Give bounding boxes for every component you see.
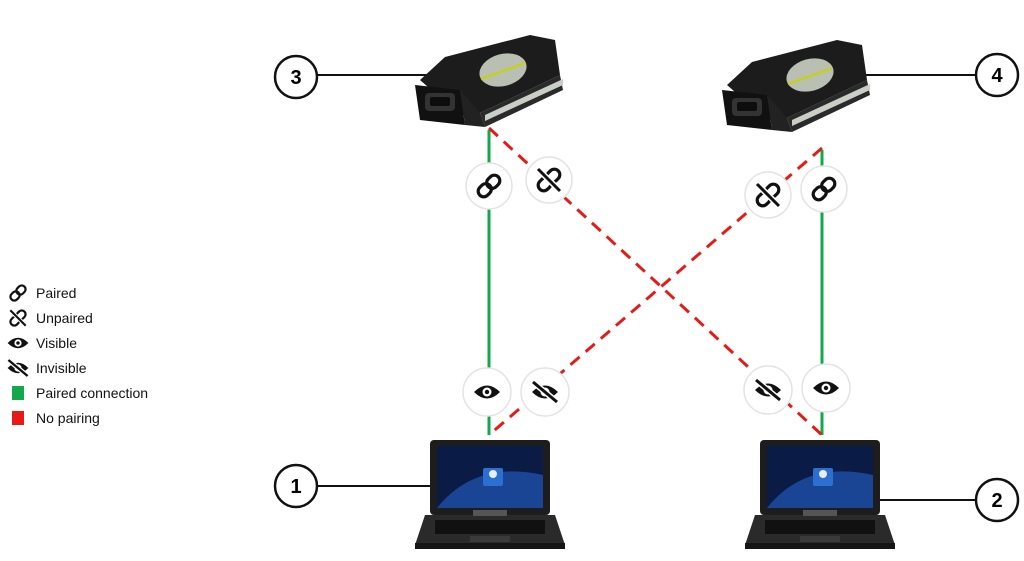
callout-4: 4	[974, 52, 1020, 98]
svg-text:3: 3	[290, 67, 301, 89]
no-pairing-swatch	[12, 410, 24, 425]
legend: Paired Unpaired Visible Invisible Paired…	[6, 280, 148, 430]
legend-label-paired-connection: Paired connection	[36, 384, 149, 401]
legend-item-visible: Visible	[6, 330, 148, 355]
legend-label-unpaired: Unpaired	[36, 309, 93, 326]
eye-icon	[801, 363, 851, 413]
eye-icon	[6, 333, 30, 353]
eye-off-icon	[743, 365, 793, 415]
laptop-1	[415, 440, 565, 549]
legend-item-no-pairing: No pairing	[6, 405, 148, 430]
legend-label-no-pairing: No pairing	[36, 409, 100, 426]
svg-text:4: 4	[991, 65, 1003, 87]
no-pairing-connection-3-2	[487, 126, 824, 437]
svg-text:1: 1	[290, 476, 301, 498]
legend-item-paired: Paired	[6, 280, 148, 305]
unlink-icon	[6, 308, 30, 328]
legend-item-invisible: Invisible	[6, 355, 148, 380]
unlink-icon	[744, 171, 792, 219]
legend-label-visible: Visible	[36, 334, 77, 351]
legend-item-unpaired: Unpaired	[6, 305, 148, 330]
link-icon	[800, 165, 848, 213]
link-icon	[465, 162, 513, 210]
callout-2: 2	[974, 477, 1020, 523]
legend-label-invisible: Invisible	[36, 359, 87, 376]
legend-item-paired-connection: Paired connection	[6, 380, 148, 405]
laptop-2	[745, 440, 895, 549]
legend-label-paired: Paired	[36, 284, 77, 301]
callout-3: 3	[273, 54, 319, 100]
link-icon	[6, 282, 30, 303]
svg-text:2: 2	[991, 490, 1002, 512]
vocom-device-4	[721, 39, 871, 133]
eye-off-icon	[6, 358, 30, 378]
vocom-device-3	[414, 34, 564, 128]
callout-1: 1	[273, 463, 319, 509]
eye-icon	[462, 367, 512, 417]
eye-off-icon	[520, 367, 570, 417]
unlink-icon	[525, 156, 573, 204]
paired-connection-swatch	[12, 385, 24, 400]
